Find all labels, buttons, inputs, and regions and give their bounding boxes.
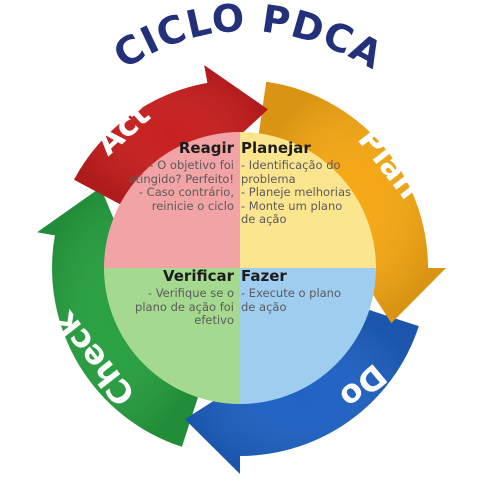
quadrant-fazer: Fazer - Execute o plano de ação — [241, 268, 381, 314]
quadrant-reagir-title: Reagir — [178, 139, 234, 157]
quadrant-planejar: Planejar - Identificação do problema - P… — [241, 140, 381, 227]
quadrant-reagir-line: - Caso contrário, — [138, 185, 234, 199]
ring-segment-plan-shade — [258, 81, 446, 324]
quadrant-reagir: Reagir - O objetivo foi atingido? Perfei… — [116, 140, 234, 213]
diagram-title-text: CICLO PDCA — [106, 0, 389, 78]
quadrant-do-bg — [240, 268, 376, 404]
ring-segment-act-shade — [74, 65, 268, 206]
quadrant-planejar-line: - Monte um plano — [241, 198, 343, 213]
quadrant-reagir-line: atingido? Perfeito! — [128, 171, 234, 186]
ring-segment-do-shade — [184, 309, 419, 474]
quadrant-verificar-title: Verificar — [162, 267, 234, 285]
quadrant-act-bg — [104, 132, 240, 268]
quadrant-verificar-line: - Verifique se o — [147, 286, 234, 300]
quadrant-fazer-title: Fazer — [241, 267, 287, 285]
quadrant-planejar-line: problema — [241, 171, 296, 186]
quadrant-fazer-line: de ação — [241, 299, 287, 314]
diagram-title: CICLO PDCA — [106, 0, 390, 78]
quadrant-fazer-line: - Execute o plano — [241, 286, 342, 300]
quadrant-reagir-line: - O objetivo foi — [149, 158, 234, 172]
quadrant-check-bg — [104, 268, 240, 404]
quadrant-verificar: Verificar - Verifique se o plano de ação… — [116, 268, 234, 328]
quadrant-planejar-title: Planejar — [241, 139, 311, 157]
quadrant-planejar-line: - Planeje melhorias — [241, 185, 352, 199]
quadrant-reagir-line: reinicie o ciclo — [151, 198, 234, 213]
quadrant-planejar-line: de ação — [241, 212, 287, 226]
quadrant-plan-bg — [240, 132, 376, 268]
quadrant-verificar-line: plano de ação foi — [135, 299, 234, 314]
quadrant-planejar-line: - Identificação do — [241, 158, 341, 172]
quadrant-verificar-line: efetivo — [194, 313, 234, 327]
ring-segment-check-shade — [37, 187, 199, 447]
